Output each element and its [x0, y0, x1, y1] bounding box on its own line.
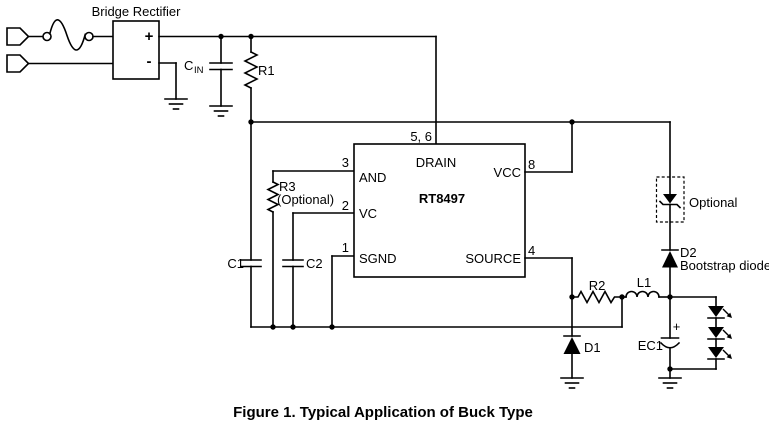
optional-zener: Optional	[655, 121, 738, 251]
r1-label: R1	[258, 63, 275, 78]
ec1-capacitor: + EC1	[638, 296, 682, 389]
zener-diode-icon	[663, 194, 677, 204]
c1-label: C1	[227, 256, 244, 271]
bridge-rectifier-label: Bridge Rectifier	[92, 4, 182, 19]
r2-resistor: R2	[571, 278, 623, 305]
ground-symbol-ec1	[658, 377, 682, 389]
c2-label: C2	[306, 256, 323, 271]
vcc-wire	[524, 121, 573, 173]
led-string	[669, 296, 732, 370]
cin-label: C	[184, 58, 193, 73]
pin-source-number: 4	[528, 243, 535, 258]
ground-symbol-cin	[209, 105, 233, 117]
pin-vc-number: 2	[342, 198, 349, 213]
d2-bootstrap-diode: D2 Bootstrap diode	[661, 245, 769, 298]
ic-body	[353, 143, 526, 278]
pin-source-name: SOURCE	[465, 251, 521, 266]
ec1-label: EC1	[638, 338, 663, 353]
ec1-polarity-label: +	[673, 319, 681, 334]
figure-caption: Figure 1. Typical Application of Buck Ty…	[233, 404, 533, 421]
fuse-symbol	[42, 19, 94, 51]
l1-label: L1	[637, 275, 651, 290]
pin-drain-number: 5, 6	[410, 129, 432, 144]
led-3-icon	[708, 347, 724, 358]
pin-vc-name: VC	[359, 206, 377, 221]
cin-label-subscript: IN	[194, 65, 204, 76]
optional-zener-label: Optional	[689, 195, 738, 210]
d2-label: D2	[680, 245, 697, 260]
led-1-icon	[708, 306, 724, 317]
pin-drain-name: DRAIN	[416, 155, 456, 170]
ground-symbol-bridge	[164, 98, 188, 110]
r3-label: R3	[279, 179, 296, 194]
junction-dots	[218, 33, 673, 372]
bridge-minus-label: -	[147, 53, 152, 70]
r2-label: R2	[589, 278, 606, 293]
cin-capacitor: C IN	[184, 35, 233, 117]
input-plug-bottom-icon	[6, 54, 30, 73]
pin-vcc-name: VCC	[494, 165, 521, 180]
ic-part-number: RT8497	[419, 191, 465, 206]
pin-sgnd-name: SGND	[359, 251, 397, 266]
bridge-rectifier: Bridge Rectifier + -	[92, 4, 188, 110]
r3-resistor: R3 (Optional)	[266, 170, 355, 328]
d2-diode-icon	[662, 251, 678, 268]
power-rails	[158, 35, 671, 328]
pin-sgnd-number: 1	[342, 240, 349, 255]
source-wire	[524, 257, 573, 298]
optional-zener-box	[655, 176, 685, 223]
led-2-icon	[708, 327, 724, 338]
pin-and-name: AND	[359, 170, 386, 185]
ic-rt8497: RT8497 5, 6 DRAIN 3 AND 2 VC 1 SGND 8 VC…	[342, 129, 535, 278]
d1-diode-icon	[563, 337, 581, 354]
bridge-plus-label: +	[145, 28, 154, 45]
pin-vcc-number: 8	[528, 157, 535, 172]
ground-symbol-d1	[560, 377, 584, 389]
input-plug-top-icon	[6, 27, 30, 46]
c1-capacitor: C1	[227, 121, 262, 328]
bridge-rectifier-box	[112, 20, 160, 80]
r1-resistor: R1	[243, 35, 275, 123]
d2-description: Bootstrap diode	[680, 258, 769, 273]
c2-capacitor: C2	[282, 212, 355, 328]
d1-label: D1	[584, 340, 601, 355]
l1-inductor: L1	[621, 275, 671, 298]
sgnd-wire	[331, 255, 355, 328]
d1-diode: D1	[560, 296, 601, 389]
pin-and-number: 3	[342, 155, 349, 170]
r3-optional-note: (Optional)	[277, 192, 334, 207]
ac-input	[6, 19, 114, 73]
